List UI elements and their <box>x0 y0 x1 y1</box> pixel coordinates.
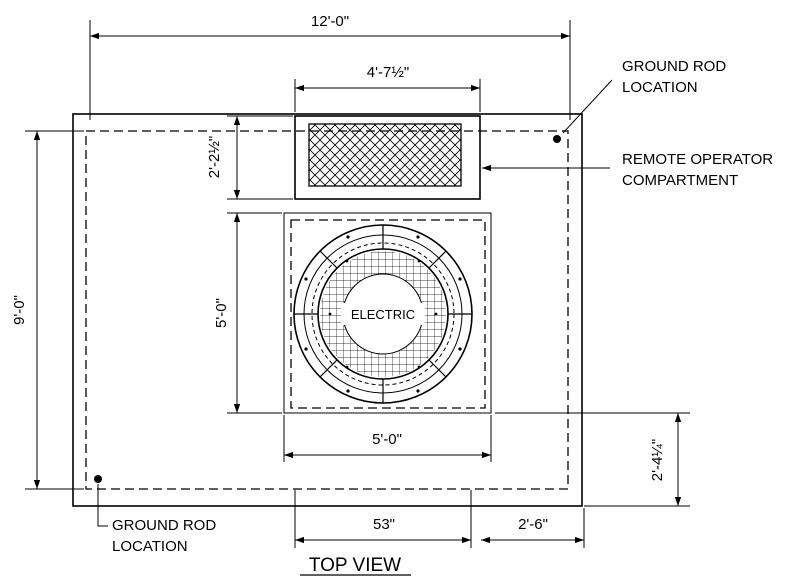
ground-rod-top <box>553 135 561 143</box>
dim-vault-width <box>283 415 492 462</box>
remote-operator-compartment <box>294 115 481 200</box>
vault-outline <box>283 212 492 414</box>
ground-rod-bottom <box>94 475 102 483</box>
view-title: TOP VIEW <box>309 555 401 576</box>
manhole-cover <box>293 224 473 404</box>
dim-vault-height-label: 5'-0" <box>213 298 230 328</box>
dim-bottom-offset <box>495 412 690 507</box>
slab-outline <box>72 113 583 507</box>
dim-bottom-offset-label: 2'-4¼" <box>649 439 666 481</box>
dim-overall-height-label: 9'-0" <box>11 295 28 325</box>
vault-inner-dashed <box>290 219 486 409</box>
dim-compartment-width-label: 4'-7½" <box>367 64 409 81</box>
dim-compartment-depth <box>227 115 293 200</box>
dim-overall-width <box>89 20 571 120</box>
dim-overall-height <box>25 130 84 490</box>
callout-ground-rod-bottom-1: GROUND ROD <box>112 517 216 534</box>
dim-overall-width-label: 12'-0" <box>311 13 349 30</box>
dim-vault-height <box>227 212 282 414</box>
callout-remote-2: COMPARTMENT <box>622 172 738 189</box>
dim-bottom-widths <box>294 490 585 548</box>
dim-compartment-depth-label: 2'-2½" <box>206 136 223 178</box>
leader-ground-rod-bottom <box>97 484 108 527</box>
callout-ground-rod-bottom-2: LOCATION <box>112 538 188 555</box>
leader-ground-rod-top <box>562 79 613 134</box>
callout-remote-1: REMOTE OPERATOR <box>622 151 773 168</box>
callout-ground-rod-top-1: GROUND ROD <box>622 58 726 75</box>
dim-53-label: 53" <box>373 516 395 533</box>
dim-2-6-label: 2'-6" <box>518 516 548 533</box>
callout-ground-rod-top-2: LOCATION <box>622 79 698 96</box>
dim-vault-width-label: 5'-0" <box>372 431 402 448</box>
cover-label: ELECTRIC <box>351 307 415 322</box>
dim-compartment-width <box>294 79 481 112</box>
